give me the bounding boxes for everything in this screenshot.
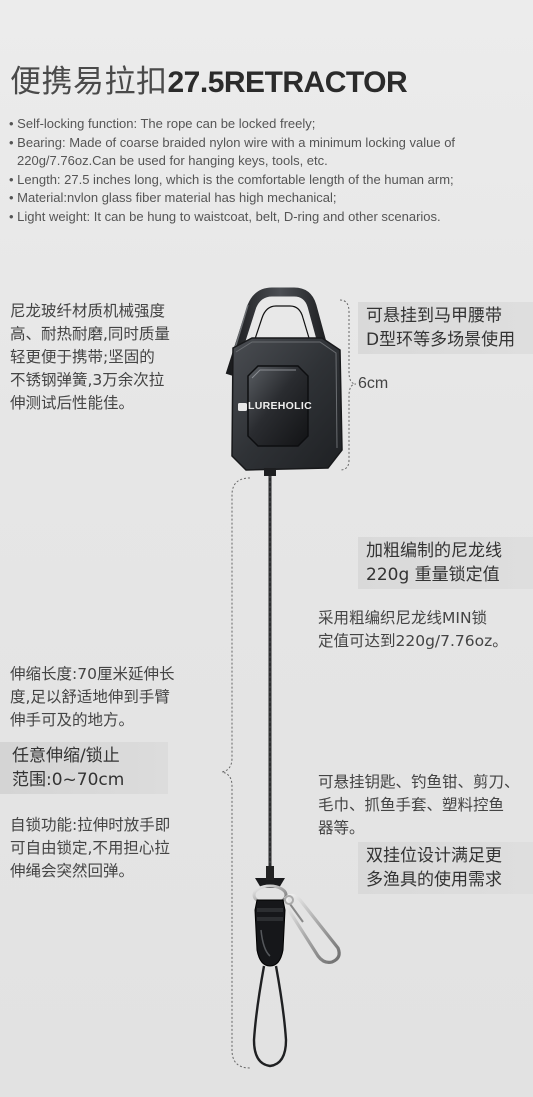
length-bracket: [221, 477, 251, 1069]
feature-item: • Bearing: Made of coarse braided nylon …: [9, 134, 456, 169]
page-title: 便携易拉扣27.5RETRACTOR: [10, 56, 408, 101]
size-bracket: [339, 299, 357, 471]
feature-item: • Self-locking function: The rope can be…: [9, 116, 316, 131]
hang-highlight: 可悬挂到马甲腰带 D型环等多场景使用: [358, 302, 533, 354]
material-description: 尼龙玻纤材质机械强度 高、耐热耐磨,同时质量 轻更便于携带;坚固的 不锈钢弹簧,…: [10, 302, 170, 412]
nylon-highlight: 加粗编制的尼龙线 220g 重量锁定值: [358, 537, 533, 589]
lock-description: 自锁功能:拉伸时放手即 可自由锁定,不用担心拉 伸绳会突然回弹。: [10, 816, 171, 880]
nylon-description: 采用粗编织尼龙线MIN锁 定值可达到220g/7.76oz。: [318, 609, 508, 650]
feature-item: • Length: 27.5 inches long, which is the…: [9, 171, 454, 187]
double-hook-highlight: 双挂位设计满足更 多渔具的使用需求: [358, 842, 533, 894]
title-cn: 便携易拉扣: [10, 64, 168, 100]
feature-list: • Self-locking function: The rope can be…: [9, 115, 529, 226]
length-description: 伸缩长度:70厘米延伸长 度,足以舒适地伸到手臂 伸手可及的地方。: [10, 665, 175, 729]
size-label: 6cm: [358, 375, 389, 392]
brand-logo: LUREHOLIC: [248, 400, 312, 412]
title-en: 27.5RETRACTOR: [167, 66, 408, 99]
double-clip-connector: [252, 866, 341, 1068]
feature-item: • Material:nvlon glass fiber material ha…: [9, 190, 337, 205]
uses-description: 可悬挂钥匙、钓鱼钳、剪刀、 毛巾、抓鱼手套、塑料控鱼 器等。: [318, 773, 520, 837]
retractor-body: [231, 337, 343, 476]
feature-item: • Light weight: It can be hung to waistc…: [9, 208, 441, 224]
range-highlight: 任意伸缩/锁止 范围:0~70cm: [0, 742, 168, 794]
